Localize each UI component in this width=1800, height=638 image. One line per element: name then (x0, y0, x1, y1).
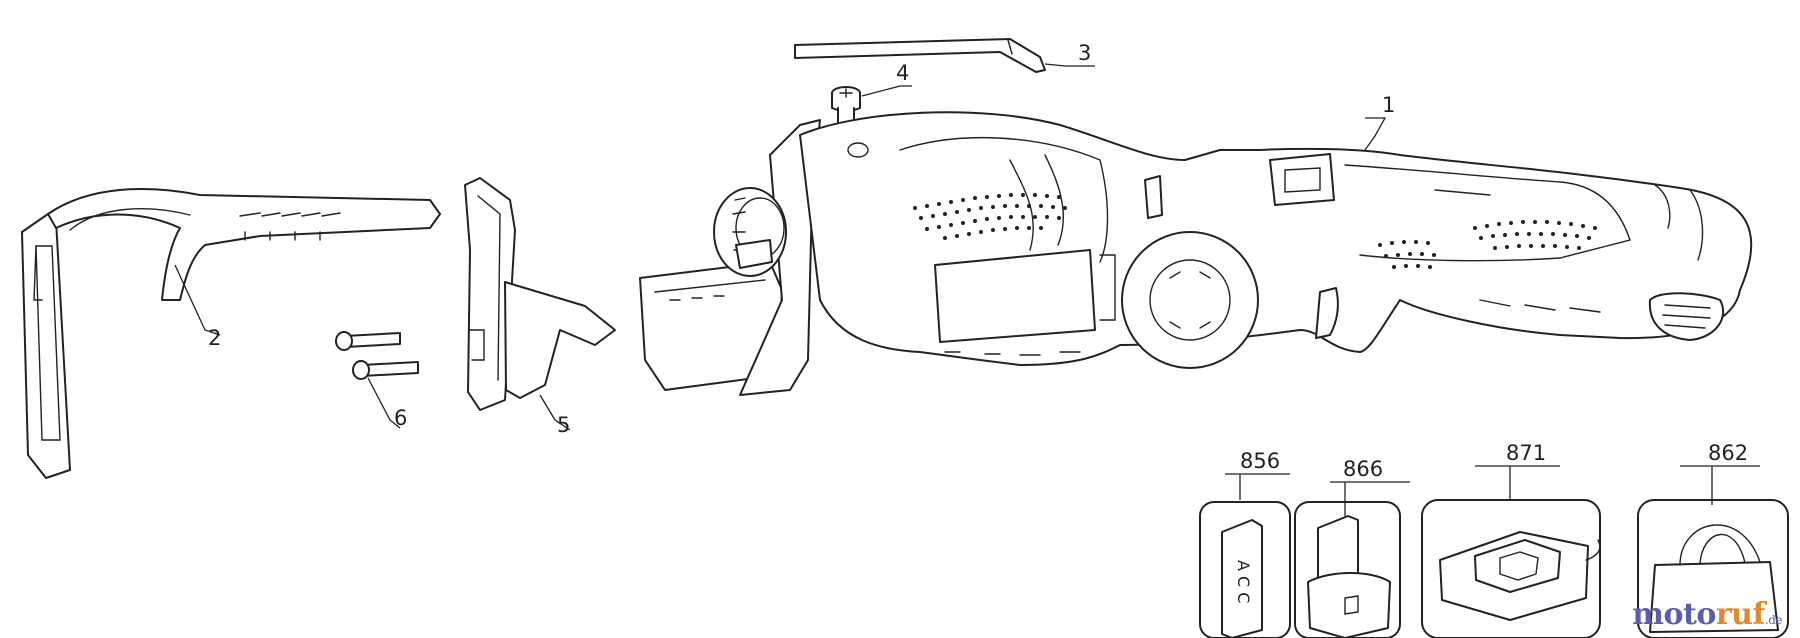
accessory-856-label: A C C (1199, 501, 1291, 638)
callout-856: 856 (1240, 449, 1280, 473)
watermark-tld: .de (1764, 613, 1783, 627)
part-2-shoe-bracket (21, 187, 441, 479)
watermark-logo: motoruf.de (1632, 597, 1782, 632)
callout-labels: 1 3 4 2 5 6 856 866 871 862 (208, 41, 1748, 481)
grip-vent-dots (1378, 220, 1597, 269)
leader-lines (174, 63, 1760, 516)
part-5-blade-clamp (464, 177, 616, 411)
callout-871: 871 (1506, 441, 1546, 465)
callout-3: 3 (1078, 41, 1091, 65)
accessory-871-charger (1421, 499, 1601, 638)
callout-5: 5 (557, 413, 570, 437)
part-3-hex-key (794, 38, 1046, 73)
accessory-866-battery (1294, 501, 1401, 638)
callout-4: 4 (896, 61, 909, 85)
watermark-part-a: moto (1632, 597, 1716, 632)
callout-866: 866 (1343, 457, 1383, 481)
callout-862: 862 (1708, 441, 1748, 465)
watermark-part-b: ruf (1715, 597, 1766, 632)
part-6-pins (335, 331, 419, 380)
callout-1: 1 (1382, 93, 1395, 117)
callout-2: 2 (208, 326, 221, 350)
part-1-saw-body (639, 111, 1753, 396)
callout-6: 6 (394, 406, 407, 430)
motor-vent-dots (913, 193, 1067, 240)
acc-label-text: A C C (1234, 560, 1253, 603)
accessory-862-bag (1637, 499, 1789, 638)
